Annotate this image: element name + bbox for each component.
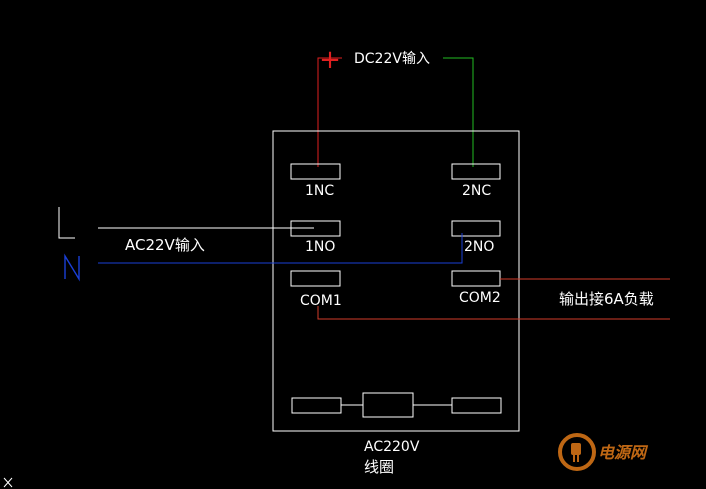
ucs-axis-icon [3,477,13,488]
terminal-com2-label: COM2 [459,290,501,306]
terminal-1no-label: 1NO [305,239,335,255]
relay-body [272,130,520,432]
coil-voltage-label: AC220V [364,439,420,455]
terminal-2nc [451,163,501,180]
contact-terminals: 1NC 2NC 1NO 2NO COM1 COM2 [290,163,501,309]
dc-input-label: DC22V输入 [354,51,430,67]
ac-input-label: AC22V输入 [125,236,205,254]
terminal-com1-label: COM1 [300,293,342,309]
line-marker-l [58,207,75,239]
coil-terminal-left [291,397,342,414]
terminal-2no [451,220,501,237]
terminal-2nc-label: 2NC [462,183,491,199]
coil: AC220V 线圈 [291,392,502,476]
ac-input: AC22V输入 [58,207,463,282]
output-wiring: 输出接6A负载 [317,278,670,320]
output-label: 输出接6A负载 [559,290,654,308]
terminal-com1 [290,270,341,287]
dc-plus-sign: + [319,45,341,75]
dc-input-wires: + DC22V输入 [317,45,474,167]
coil-terminal-right [451,397,502,414]
watermark-logo: 电源网 [558,433,649,471]
terminal-2no-label: 2NO [464,239,494,255]
terminal-1nc [290,163,341,180]
coil-label: 线圈 [364,458,394,476]
terminal-com2 [451,270,501,287]
coil-element [362,392,414,418]
dc-negative-wire [443,57,474,167]
watermark-text: 电源网 [598,443,649,462]
neutral-wire [98,233,463,264]
neutral-marker-n [64,253,80,282]
terminal-1nc-label: 1NC [305,183,334,199]
plug-icon [558,433,596,471]
com1-output-wire [317,306,670,320]
